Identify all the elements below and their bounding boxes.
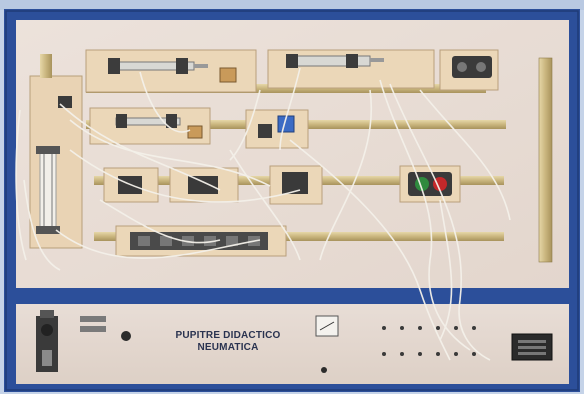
vertical-rail-right — [539, 58, 552, 262]
control-panel — [16, 304, 569, 384]
panel-nameplate-2 — [80, 326, 106, 332]
pneumatic-hoses — [15, 67, 511, 361]
module-switch — [219, 67, 237, 83]
panel-title-line-1: PUPITRE DIDACTICO — [175, 330, 281, 341]
panel-title: PUPITRE DIDACTICO NEUMATICA — [148, 330, 308, 354]
panel-title-line-2: NEUMATICA — [197, 342, 259, 353]
rail-4 — [94, 232, 504, 241]
panel-ports — [382, 326, 476, 356]
panel-nameplate-1 — [80, 316, 106, 322]
red-button — [433, 177, 447, 191]
module-valve-blue — [245, 109, 309, 149]
panel-knob — [121, 331, 131, 341]
